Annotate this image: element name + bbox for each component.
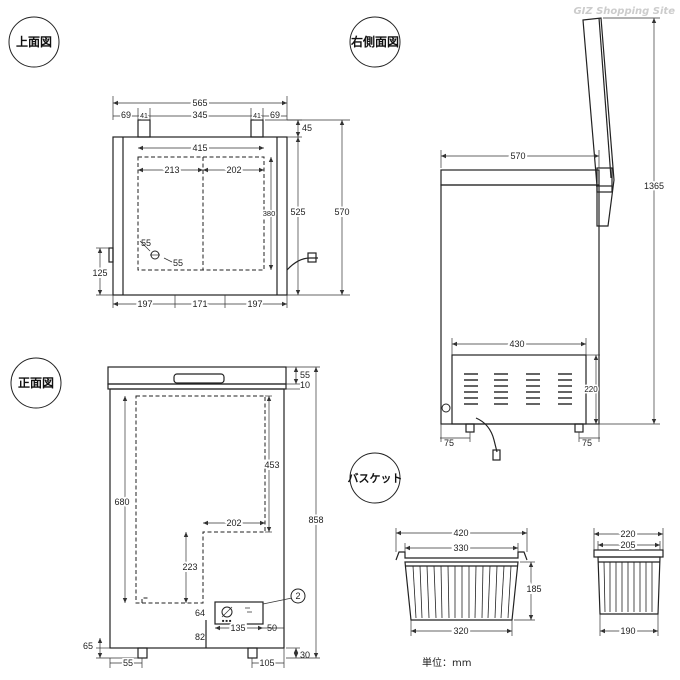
- basket-view: バスケット 420 330 185 320 220: [348, 452, 664, 638]
- top-view-label: 上面図: [16, 34, 52, 49]
- callout-badge: [290, 588, 306, 604]
- top-dim-55-y: 55: [173, 258, 183, 268]
- top-view-hinge-right: [250, 119, 264, 138]
- front-view-foot-right: [247, 647, 258, 659]
- right-view-hinge: [596, 167, 613, 193]
- basket-dim-205: 205: [620, 540, 635, 550]
- top-dim-197-left: 197: [137, 299, 152, 309]
- right-dim-220: 220: [584, 385, 598, 394]
- top-dim-525: 525: [290, 207, 305, 217]
- panel-indicators: ■ ■ ■: [222, 618, 232, 623]
- basket-front-wires: [412, 565, 512, 619]
- front-dim-30: 30: [300, 650, 310, 660]
- basket-side-body: [597, 556, 661, 615]
- top-dim-415: 415: [192, 143, 207, 153]
- right-dim-570: 570: [510, 151, 525, 161]
- top-dim-213: 213: [164, 165, 179, 175]
- control-panel: [214, 601, 264, 625]
- front-view-seal: [107, 383, 287, 390]
- basket-dim-330: 330: [453, 543, 468, 553]
- right-view-foot-right: [574, 423, 584, 433]
- front-dim-65: 65: [83, 641, 93, 651]
- front-dim-680: 680: [114, 497, 129, 507]
- front-dim-453: 453: [264, 460, 279, 470]
- front-dim-55-foot: 55: [123, 658, 133, 668]
- top-dim-380: 380: [263, 209, 276, 218]
- top-dim-69-left: 69: [121, 110, 131, 120]
- right-view-label-circle: [349, 16, 401, 68]
- front-dim-64: 64: [195, 608, 205, 618]
- top-view-hinge-left: [137, 119, 151, 138]
- top-dim-41-right: 41: [253, 113, 261, 120]
- front-dim-55: 55: [300, 370, 310, 380]
- top-view-body: [112, 136, 288, 296]
- right-view-drain: [441, 403, 451, 413]
- basket-label-circle: [349, 452, 401, 504]
- front-view-label: 正面図: [18, 376, 54, 390]
- top-dim-570: 570: [334, 207, 349, 217]
- front-dim-50: 50: [267, 623, 277, 633]
- power-cord: [286, 257, 318, 271]
- front-dim-858: 858: [308, 515, 323, 525]
- front-view-handle: [173, 373, 225, 384]
- front-dim-105: 105: [259, 658, 274, 668]
- basket-dim-420: 420: [453, 528, 468, 538]
- right-view-cord: [475, 417, 498, 453]
- top-dim-565: 565: [192, 98, 207, 108]
- top-dim-45: 45: [302, 123, 312, 133]
- front-dim-223: 223: [182, 562, 197, 572]
- front-view: 正面図 ■ ■ ■ 2 55 10 453: [10, 357, 326, 670]
- top-dim-171: 171: [192, 299, 207, 309]
- front-view-label-circle: [10, 357, 62, 409]
- vent-panel: [451, 354, 587, 425]
- basket-side-wires: [603, 561, 653, 613]
- right-dim-75-left: 75: [444, 438, 454, 448]
- right-view-lid-closed: [440, 169, 600, 186]
- basket-side-rim: [593, 549, 664, 558]
- right-view-body: [440, 184, 600, 425]
- top-dim-197-right: 197: [247, 299, 262, 309]
- right-dim-75-right: 75: [582, 438, 592, 448]
- right-view-foot-left: [465, 423, 475, 433]
- front-view-body: [109, 388, 285, 649]
- front-view-foot-left: [137, 647, 148, 659]
- front-dim-82: 82: [195, 632, 205, 642]
- right-dim-430: 430: [509, 339, 524, 349]
- vent-slots: [464, 373, 572, 405]
- top-view-inner-dashed: [137, 156, 265, 271]
- watermark-text: GIZ Shopping Site: [573, 6, 675, 17]
- callout-badge-number: 2: [295, 591, 300, 601]
- right-dim-1365: 1365: [644, 181, 664, 191]
- front-view-inner-dashed: [135, 395, 266, 604]
- right-side-view: 右側面図 570 1365: [349, 16, 666, 461]
- front-dim-135: 135: [230, 623, 245, 633]
- top-view: 上面図 565 69 41 345 41 69 415: [8, 16, 352, 311]
- thermostat-knob: [221, 606, 233, 618]
- basket-label: バスケット: [348, 472, 403, 485]
- front-view-lid: [107, 366, 287, 385]
- right-view-label: 右側面図: [350, 34, 399, 49]
- basket-front-rim: [395, 551, 528, 561]
- front-dim-10: 10: [300, 380, 310, 390]
- top-dim-55-x: 55: [141, 238, 151, 248]
- basket-dim-190: 190: [620, 626, 635, 636]
- top-dim-125: 125: [92, 268, 107, 278]
- top-dim-345: 345: [192, 110, 207, 120]
- unit-label: 単位：mm: [422, 656, 471, 669]
- front-dim-202: 202: [226, 518, 241, 528]
- top-dim-202: 202: [226, 165, 241, 175]
- top-view-side-knob: [108, 247, 114, 263]
- basket-dim-185: 185: [526, 584, 541, 594]
- top-view-label-circle: [8, 16, 60, 68]
- basket-dim-220: 220: [620, 529, 635, 539]
- basket-dim-320: 320: [453, 626, 468, 636]
- top-dim-69-right: 69: [270, 110, 280, 120]
- top-dim-41-left: 41: [140, 113, 148, 120]
